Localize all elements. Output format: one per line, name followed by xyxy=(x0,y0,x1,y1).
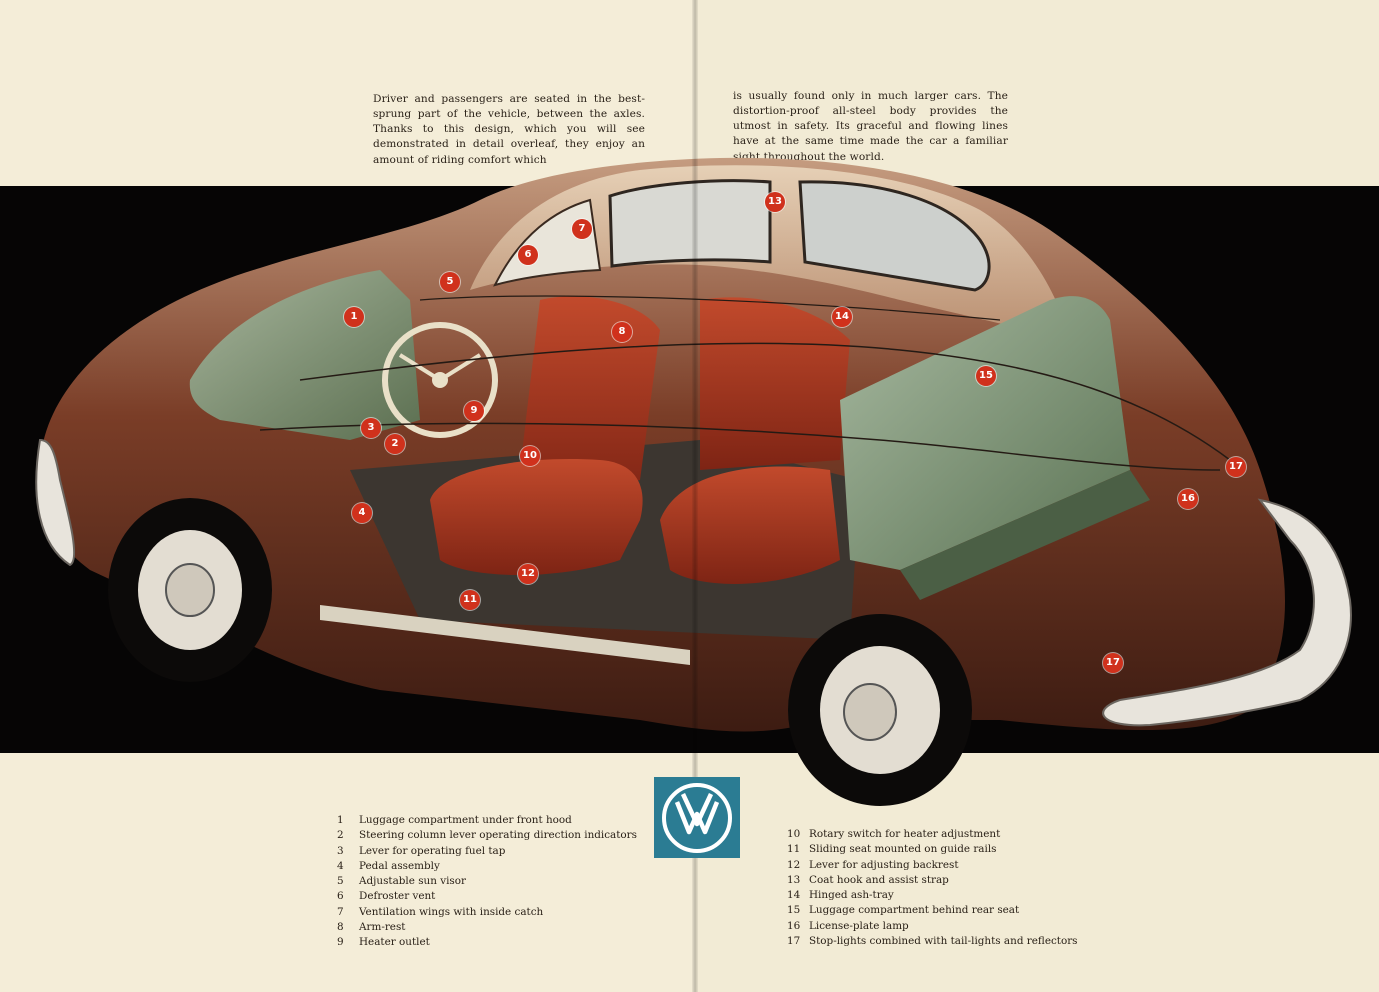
callout-marker: 8 xyxy=(612,322,632,342)
callout-marker: 12 xyxy=(518,564,538,584)
callout-marker: 3 xyxy=(361,418,381,438)
page-gutter xyxy=(692,0,698,992)
callout-marker: 1 xyxy=(344,307,364,327)
vw-logo xyxy=(654,777,740,858)
cutaway-car-illustration xyxy=(35,157,1352,806)
intro-paragraph-right: is usually found only in much larger car… xyxy=(733,89,1008,163)
callout-marker: 9 xyxy=(464,401,484,421)
callout-marker: 16 xyxy=(1178,489,1198,509)
callout-marker: 5 xyxy=(440,272,460,292)
intro-paragraph-left: Driver and passengers are seated in the … xyxy=(373,92,645,166)
callout-marker: 7 xyxy=(572,219,592,239)
callout-marker: 17 xyxy=(1226,457,1246,477)
callout-marker: 4 xyxy=(352,503,372,523)
vw-logo-icon xyxy=(662,783,732,853)
callout-marker: 15 xyxy=(976,366,996,386)
callout-marker: 14 xyxy=(832,307,852,327)
callout-marker: 13 xyxy=(765,192,785,212)
callout-marker: 10 xyxy=(520,446,540,466)
callout-marker: 11 xyxy=(460,590,480,610)
callout-marker: 6 xyxy=(518,245,538,265)
callout-marker: 2 xyxy=(385,434,405,454)
callout-marker: 17 xyxy=(1103,653,1123,673)
